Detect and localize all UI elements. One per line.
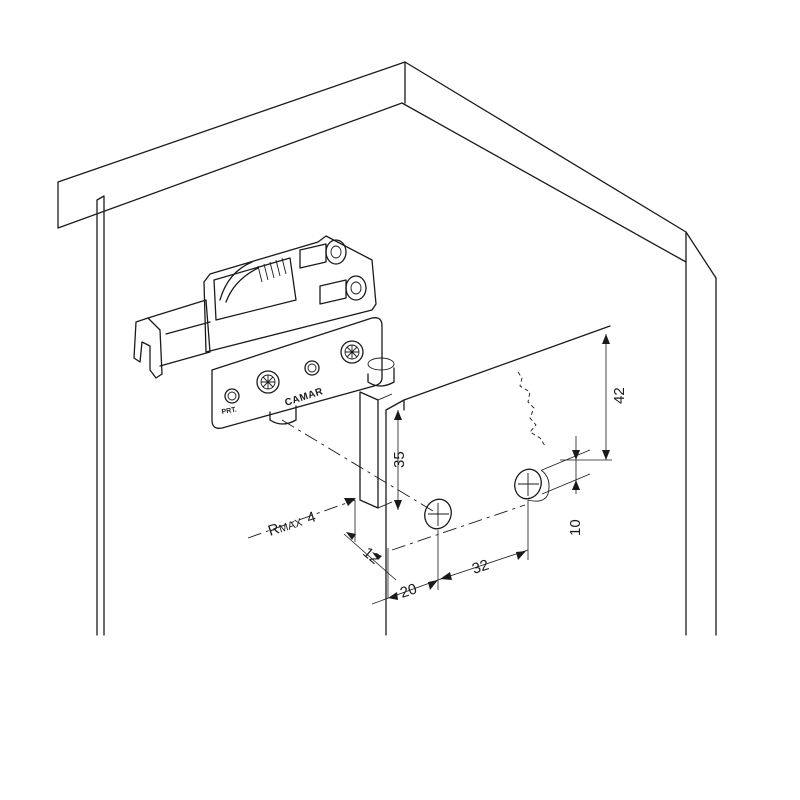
- cabinet-top-panel: [57, 61, 687, 263]
- dimension-42: 42: [560, 334, 628, 461]
- hinge-bracket: CAMAR PRT.: [133, 235, 395, 429]
- dimension-10: 10: [541, 436, 591, 536]
- dim-label-35: 35: [391, 451, 408, 468]
- dim-label-42: 42: [611, 387, 628, 404]
- dimension-32: 32: [437, 500, 529, 581]
- dim-label-20: 20: [398, 580, 419, 601]
- bracket-hook: [133, 317, 163, 379]
- door-contour-hidden: [517, 371, 546, 447]
- plate-screw-right: [340, 340, 364, 364]
- drill-hole-left: [424, 498, 452, 530]
- radius-label: RMAX4: [266, 508, 318, 539]
- drill-hole-right: [514, 468, 550, 502]
- part-mark: PRT.: [221, 406, 237, 416]
- dimension-35: 35: [391, 410, 408, 510]
- dim-label-32: 32: [470, 556, 491, 577]
- adjust-screw-mid: [319, 275, 367, 305]
- cabinet: [57, 61, 717, 636]
- bracket-front-plate: [211, 317, 383, 429]
- plate-screw-left: [256, 370, 280, 394]
- plate-dowel-right: [367, 357, 395, 387]
- dim-label-12: 12: [359, 544, 383, 568]
- door-panel: [385, 325, 611, 636]
- bracket-back-plate: [203, 235, 377, 353]
- plate-hole-mid: [304, 360, 320, 376]
- plate-dowel-left: [269, 405, 297, 425]
- cabinet-left-side: [96, 195, 105, 636]
- dim-label-10: 10: [567, 519, 584, 536]
- adjust-screw-top: [299, 239, 347, 269]
- plate-hole-small: [224, 388, 240, 404]
- edge-strip: [359, 391, 393, 509]
- spring-coil: [257, 257, 287, 283]
